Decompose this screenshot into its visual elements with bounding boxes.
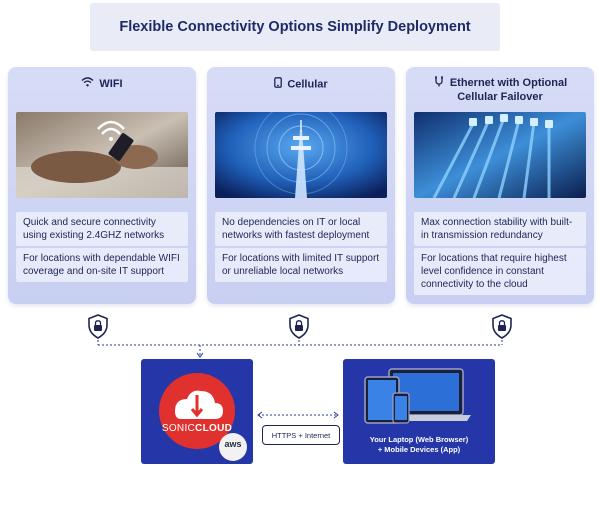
card-cellular-desc1: No dependencies on IT or local networks … [215,212,387,246]
soniccloud-box: SONICCLOUD aws [141,359,253,464]
card-ethernet-desc2: For locations that require highest level… [414,248,586,295]
arrow-left-icon [257,411,263,419]
arrow-down-icon [196,352,204,358]
laptop-tablet-phone-icon [364,368,471,424]
shield-lock-icon [491,314,513,339]
diagram-title: Flexible Connectivity Options Simplify D… [119,19,471,35]
arrow-right-icon [333,411,339,419]
card-cellular-heading: Cellular [207,77,395,92]
ethernet-plug-icon [433,75,445,91]
photo-ethernet-cables [414,112,586,198]
diagram-title-box: Flexible Connectivity Options Simplify D… [90,3,500,51]
card-ethernet-heading: Ethernet with Optional Cellular Failover [406,75,594,104]
https-internet-label: HTTPS + Internet [262,425,340,445]
card-wifi-heading: WIFI [8,77,196,91]
devices-label: Your Laptop (Web Browser)+ Mobile Device… [369,435,469,454]
card-wifi-desc1: Quick and secure connectivity using exis… [16,212,188,246]
aws-badge: aws [224,439,242,449]
soniccloud-wordmark: SONICCLOUD [161,423,233,434]
phone-icon [274,77,283,92]
card-ethernet-desc1: Max connection stability with built-in t… [414,212,586,246]
card-wifi-desc2: For locations with dependable WIFI cover… [16,248,188,282]
shield-lock-icon [87,314,109,339]
wifi-icon [81,77,94,91]
card-cellular-desc2: For locations with limited IT support or… [215,248,387,282]
card-wifi: WIFI Quick and secure connectivity using… [8,67,196,304]
soniccloud-logo [159,373,247,461]
card-cellular: Cellular No dependencies on IT or local … [207,67,395,304]
devices-box [343,359,495,464]
card-ethernet: Ethernet with Optional Cellular Failover [406,67,594,304]
shield-lock-icon [288,314,310,339]
photo-cell-tower [215,112,387,198]
photo-hands-phone [16,112,188,198]
